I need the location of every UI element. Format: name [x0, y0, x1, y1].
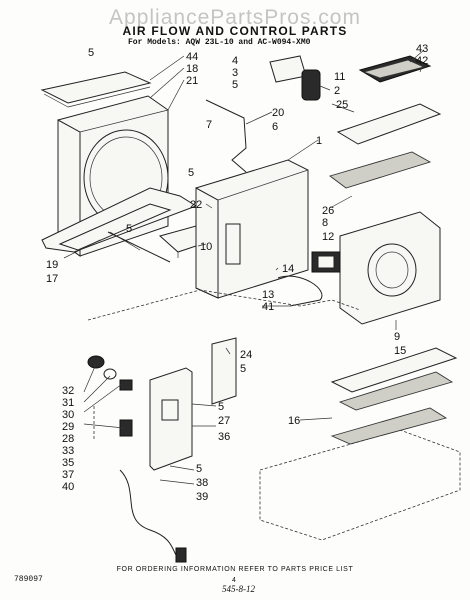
callout: 2	[334, 85, 340, 97]
callout: 37	[62, 469, 74, 481]
control-rod	[205, 99, 247, 173]
callout: 17	[46, 273, 58, 285]
callout: 26	[322, 205, 334, 217]
callout: 4	[232, 55, 238, 67]
callout: 5	[196, 463, 202, 475]
callout: 10	[200, 241, 212, 253]
plug	[175, 547, 187, 563]
callout: 7	[206, 119, 212, 131]
callout: 13	[262, 289, 274, 301]
central-bulkhead	[195, 159, 309, 299]
callout: 39	[196, 491, 208, 503]
side-panel	[211, 337, 237, 405]
top-filter-43	[358, 55, 432, 83]
callout: 3	[232, 67, 238, 79]
callout: 30	[62, 409, 74, 421]
document-number: 789097	[14, 575, 43, 584]
callout: 5	[188, 167, 194, 179]
callout: 44	[186, 51, 198, 63]
callout: 5	[232, 79, 238, 91]
cable	[277, 275, 323, 307]
callout: 14	[282, 263, 294, 275]
callout: 18	[186, 63, 198, 75]
handwritten-note: 545-8-12	[222, 584, 255, 594]
callout: 20	[272, 107, 284, 119]
page-title: AIR FLOW AND CONTROL PARTS	[122, 24, 348, 38]
control-knobs	[87, 355, 133, 437]
callout: 6	[272, 121, 278, 133]
callout: 5	[240, 363, 246, 375]
callout: 22	[190, 199, 202, 211]
callout: 41	[262, 301, 274, 313]
relay	[311, 251, 341, 273]
ordering-info: FOR ORDERING INFORMATION REFER TO PARTS …	[116, 566, 354, 573]
watermark: AppliancePartsPros.com	[109, 6, 361, 29]
control-box	[269, 55, 321, 101]
callout-numbers: 44 18 21 5 43 42 4 3 5 11 2 25 20 6 7 1 …	[46, 43, 428, 503]
callout: 5	[88, 47, 94, 59]
callout: 1	[316, 135, 322, 147]
callout: 32	[62, 385, 74, 397]
callout: 21	[186, 75, 198, 87]
power-cord	[119, 469, 185, 561]
callout: 25	[336, 99, 348, 111]
callout: 19	[46, 259, 58, 271]
callout: 29	[62, 421, 74, 433]
top-cover-plate	[40, 71, 152, 108]
callout: 35	[62, 457, 74, 469]
callout: 28	[62, 433, 74, 445]
callout: 40	[62, 481, 74, 493]
leader-lines	[63, 49, 425, 485]
callout: 11	[334, 71, 345, 83]
callout: 43	[416, 43, 428, 55]
callout: 5	[126, 223, 132, 235]
callout: 16	[288, 415, 300, 427]
callout: 8	[322, 217, 328, 229]
callout: 9	[394, 331, 400, 343]
callout: 38	[196, 477, 208, 489]
page-number: 4	[232, 577, 236, 584]
callout: 42	[416, 55, 428, 67]
callout: 15	[394, 345, 406, 357]
callout: 27	[218, 415, 230, 427]
blower-housing	[339, 211, 441, 325]
callout: 12	[322, 231, 334, 243]
lower-filter-stack	[330, 347, 458, 445]
callout: 31	[62, 397, 74, 409]
callout: 24	[240, 349, 252, 361]
model-numbers: For Models: AQW 23L-10 and AC-W094-XM0	[128, 38, 311, 47]
callout: 36	[218, 431, 230, 443]
rod	[107, 231, 171, 263]
callout: 5	[218, 401, 224, 413]
right-top-cover	[329, 103, 442, 189]
callout: 33	[62, 445, 74, 457]
control-panel	[149, 367, 193, 471]
